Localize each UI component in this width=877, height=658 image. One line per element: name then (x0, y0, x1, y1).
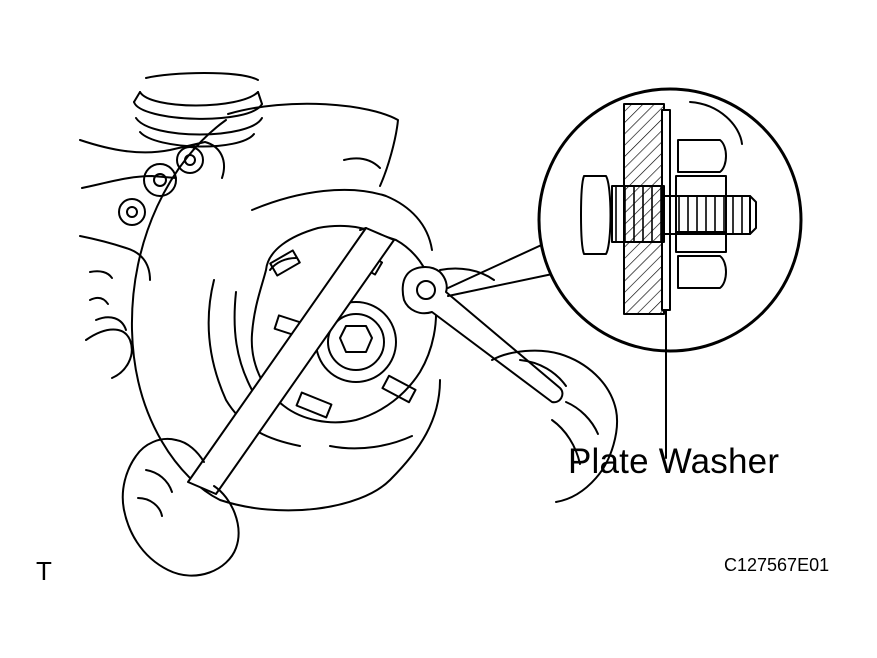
coil-spring (133, 72, 263, 148)
callout-leader-bottom (447, 271, 563, 297)
wrench (401, 266, 564, 404)
dust-cover-disc (130, 102, 441, 512)
steering-knuckle (79, 139, 225, 379)
detail-magnifier (537, 87, 803, 353)
holding-bar (187, 227, 395, 495)
view-marker: T (36, 556, 52, 586)
callout-leader-top (447, 241, 549, 289)
hand (121, 267, 618, 577)
plate-washer-label: Plate Washer (568, 442, 780, 481)
figure-code: C127567E01 (724, 555, 830, 575)
